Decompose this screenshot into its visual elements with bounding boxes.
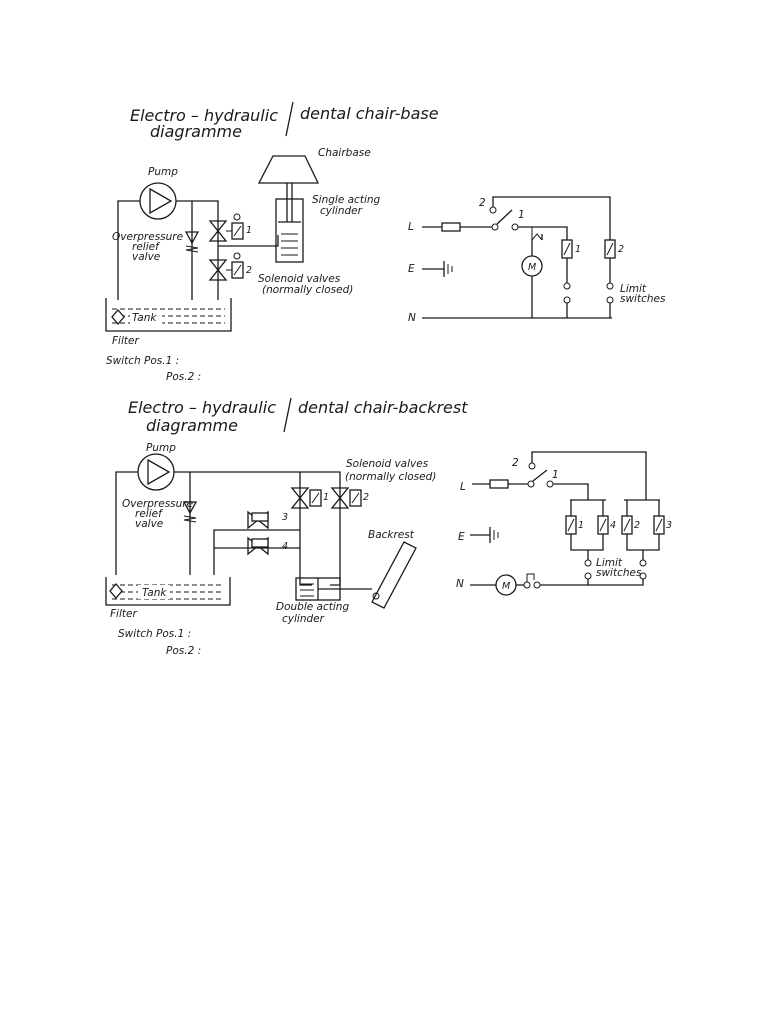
bvalve1-number: 1 <box>323 492 329 503</box>
switch1-pos2: Pos.2 : <box>166 371 201 383</box>
backrest-icon <box>371 541 417 609</box>
coil-b3-number: 3 <box>666 520 672 531</box>
cylinder2-label-2: cylinder <box>282 613 325 625</box>
backrest-solenoid-valve-4: 4 <box>247 536 288 556</box>
cylinder1-label-2: cylinder <box>320 205 363 217</box>
relief1-label-1: Overpressure <box>112 231 183 243</box>
solenoid1-label-1: Solenoid valves <box>258 273 341 285</box>
solenoid2-label-1: Solenoid valves <box>346 458 429 470</box>
switch2-pos2: Pos.2 : <box>166 645 201 657</box>
title1-line1: Electro – hydraulic <box>130 106 278 125</box>
solenoid2-label-2: (normally closed) <box>345 471 436 483</box>
valve1-number: 1 <box>246 225 252 236</box>
title1-line2: diagramme <box>150 122 242 141</box>
tank1-label: Tank <box>132 312 157 324</box>
valve1-body-icon <box>208 220 228 242</box>
relief2-spring-icon <box>183 515 197 523</box>
switch2-pos1: Switch Pos.1 : <box>118 628 191 640</box>
relief1-label-2: relief <box>132 241 161 253</box>
relief2-label-3: valve <box>135 518 163 530</box>
title2-line2: diagramme <box>146 416 238 435</box>
cylinder-fluid <box>281 233 298 256</box>
motor1-label: M <box>528 262 536 273</box>
pump1-label: Pump <box>148 166 178 178</box>
elec2-E: E <box>458 531 465 543</box>
valve2-number: 2 <box>246 265 252 276</box>
elec1-E: E <box>408 263 415 275</box>
valve-to-cylinder-line <box>218 235 279 247</box>
title1-right: dental chair-base <box>300 104 439 123</box>
coil-b2-number: 2 <box>634 520 640 531</box>
relief1-spring-icon <box>185 245 199 253</box>
valve2-body-icon <box>208 259 228 281</box>
single-acting-cylinder <box>275 198 304 263</box>
cylinder2-label-1: Double acting <box>276 601 349 613</box>
solenoid-valve-1: 1 <box>208 213 252 242</box>
coil1-number: 1 <box>575 244 581 255</box>
backrest-label: Backrest <box>368 529 415 541</box>
switch2-contact-2: 2 <box>512 457 519 469</box>
limit2-label-2: switches <box>596 567 642 579</box>
cylinder1-label-1: Single acting <box>312 194 381 206</box>
filter2-icon <box>109 583 123 599</box>
pump2-pressure-line <box>174 471 341 558</box>
relief1-valve-icon <box>184 231 200 245</box>
bvalve4-number: 4 <box>282 541 288 552</box>
fuse1-icon <box>441 222 461 232</box>
elec2-L: L <box>460 481 466 493</box>
title2-slash <box>283 397 292 433</box>
filter1-label: Filter <box>112 335 139 347</box>
solenoid-valve-2: 2 <box>208 252 252 281</box>
filter1-icon <box>111 309 125 325</box>
pump1-arrow-icon <box>149 187 173 215</box>
limit1-label-2: switches <box>620 293 666 305</box>
chairbase-label: Chairbase <box>318 147 371 159</box>
elec1-L: L <box>408 221 414 233</box>
coil2-number: 2 <box>618 244 624 255</box>
backrest-solenoid-valve-1: 1 <box>290 487 329 509</box>
bvalve4-coil-icon <box>251 538 269 548</box>
bvalve2-number: 2 <box>363 492 369 503</box>
switch1-contact-2: 2 <box>479 197 486 209</box>
backrest-solenoid-valve-2: 2 <box>330 487 369 509</box>
relief2-label-2: relief <box>135 508 164 520</box>
title2-line1: Electro – hydraulic <box>128 398 276 417</box>
tank1 <box>105 298 232 332</box>
title1-slash <box>285 101 294 137</box>
limit2-label-1: Limit <box>596 557 623 569</box>
relief2-label-1: Overpressure <box>122 498 193 510</box>
switch1-contact-1: 1 <box>518 209 525 221</box>
tank2 <box>105 577 231 606</box>
switch2-contact-1: 1 <box>552 469 559 481</box>
chairbase-icon <box>257 155 320 184</box>
bvalve3-number: 3 <box>282 512 288 523</box>
switch1-pos1: Switch Pos.1 : <box>106 355 179 367</box>
backrest-solenoid-valve-3: 3 <box>247 510 288 530</box>
solenoid1-label-2: (normally closed) <box>262 284 353 296</box>
pump1-pressure-line <box>176 200 219 300</box>
title2-right: dental chair-backrest <box>298 398 468 417</box>
switch1-lever <box>496 209 513 225</box>
chair-base-diagram: Electro – hydraulic diagramme dental cha… <box>105 101 666 383</box>
pump2-label: Pump <box>146 442 176 454</box>
fuse2-icon <box>489 479 509 489</box>
relief2-valve-icon <box>182 501 198 515</box>
coil-b4-number: 4 <box>610 520 616 531</box>
limit1-label-1: Limit <box>620 283 647 295</box>
chair-backrest-diagram: Electro – hydraulic diagramme dental cha… <box>105 397 672 657</box>
elec2-N: N <box>456 578 464 590</box>
relief1-label-3: valve <box>132 251 160 263</box>
switch2-lever <box>532 469 548 482</box>
bvalve3-coil-icon <box>251 512 269 522</box>
motor2-label: M <box>502 581 510 592</box>
coil-b1-number: 1 <box>578 520 584 531</box>
pump2-arrow-icon <box>147 458 171 486</box>
pump1-suction-line <box>117 200 140 300</box>
tank2-label: Tank <box>142 587 167 599</box>
tank1-fluid <box>112 308 225 324</box>
elec1-N: N <box>408 312 416 324</box>
filter2-label: Filter <box>110 608 137 620</box>
